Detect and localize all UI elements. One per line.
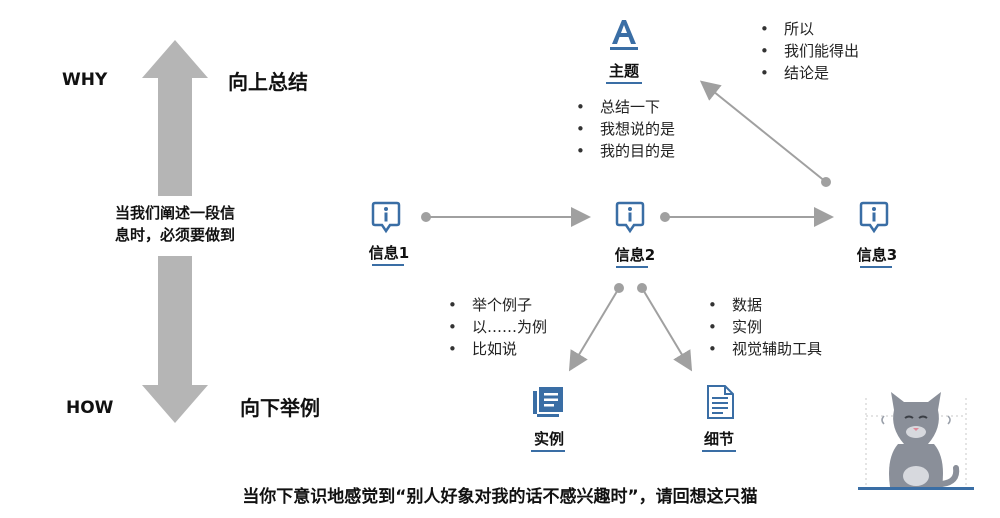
list-item: 举个例子 [444,294,547,316]
examples-bullet-list: 举个例子 以……为例 比如说 [444,294,547,360]
info1-label: 信息1 [368,244,410,262]
middle-text-line-1: 当我们阐述一段信 [114,204,235,222]
detail-file-icon [707,385,734,419]
info1-info-icon [371,201,401,234]
theme-underline [606,82,642,84]
info1-underline [372,264,404,266]
info3-info-icon [859,201,889,234]
info3-label: 信息3 [856,246,898,264]
cat-illustration [858,392,974,490]
info2-underline [616,266,648,268]
example-document-icon [533,387,563,417]
detail-underline [702,450,736,452]
info3-underline [860,266,892,268]
detail-label: 细节 [703,430,734,448]
list-item: 数据 [704,294,822,316]
list-item: 结论是 [756,62,859,84]
list-item: 我们能得出 [756,40,859,62]
list-item: 我想说的是 [572,118,675,140]
footer-caption: 当你下意识地感觉到“别人好象对我的话不感兴趣时”，请回想这只猫 [242,487,758,507]
list-item: 视觉辅助工具 [704,338,822,360]
theme-label: 主题 [608,62,639,80]
theme-letter-a-icon [610,20,638,50]
example-underline [531,450,565,452]
why-label: WHY [62,70,108,90]
theme-bullet-list: 总结一下 我想说的是 我的目的是 [572,96,675,162]
example-label: 实例 [533,430,564,448]
info2-label: 信息2 [614,246,656,264]
connector-info2-detail [641,287,693,372]
example-down-label: 向下举例 [240,396,320,420]
list-item: 所以 [756,18,859,40]
list-item: 比如说 [444,338,547,360]
list-item: 实例 [704,316,822,338]
list-item: 以……为例 [444,316,547,338]
summarize-up-label: 向上总结 [228,70,308,94]
how-label: HOW [66,398,114,418]
middle-text-box: 当我们阐述一段信 息时，必须要做到 [100,196,250,256]
list-item: 总结一下 [572,96,675,118]
connector-info2-example [568,287,620,372]
list-item: 我的目的是 [572,140,675,162]
middle-text-line-2: 息时，必须要做到 [114,226,235,244]
info2-info-icon [615,201,645,234]
details-bullet-list: 数据 实例 视觉辅助工具 [704,294,822,360]
connector-info3-theme [699,80,827,183]
conclusion-bullet-list: 所以 我们能得出 结论是 [756,18,859,84]
